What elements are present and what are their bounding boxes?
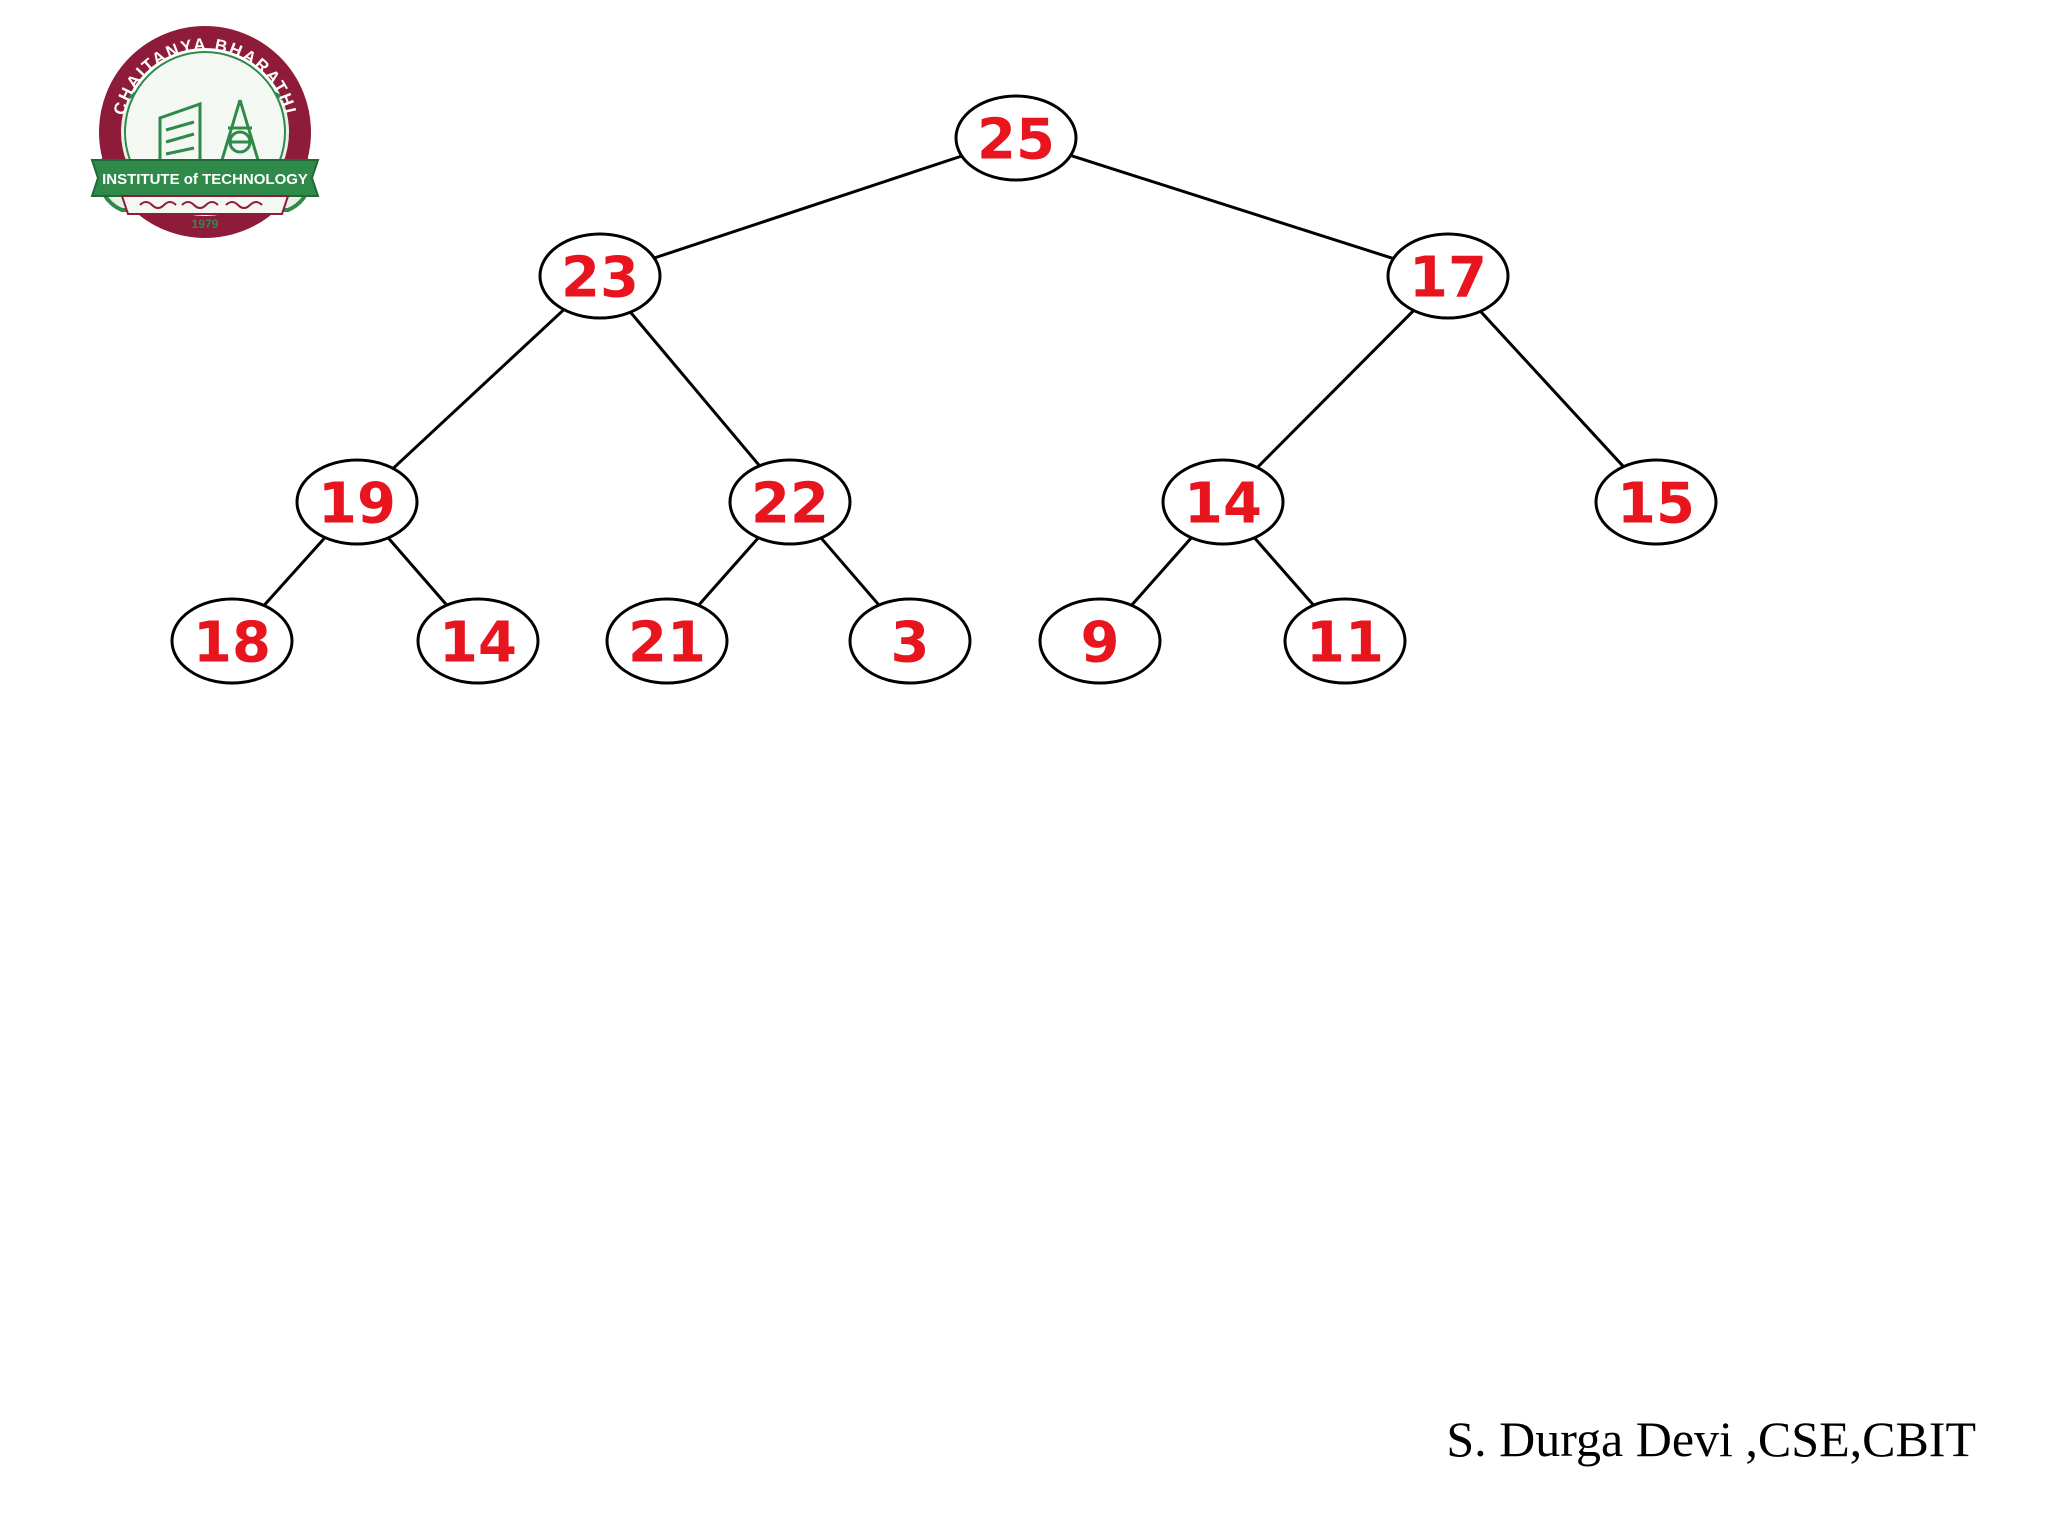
- tree-edges: [262, 154, 1625, 607]
- logo-year: 1979: [192, 217, 219, 231]
- tree-node-n11: 9: [1038, 597, 1162, 685]
- logo-ribbon-text: INSTITUTE of TECHNOLOGY: [102, 171, 308, 188]
- tree-node-n3: 19: [295, 458, 419, 546]
- tree-edge-n5-n11: [1130, 536, 1193, 607]
- tree-edge-n2-n5: [1256, 309, 1415, 469]
- tree-node-label: 14: [1184, 472, 1262, 537]
- tree-node-n1: 23: [538, 232, 662, 320]
- tree-edge-n0-n1: [653, 154, 963, 260]
- tree-node-ellipse: [295, 458, 419, 546]
- tree-node-n6: 15: [1594, 458, 1718, 546]
- logo-maroon-ring: [99, 26, 311, 238]
- tree-edge-n0-n2: [1070, 154, 1394, 260]
- tree-node-ellipse: [848, 597, 972, 685]
- tree-node-label: 22: [751, 472, 829, 537]
- logo-motto-lettering: [139, 201, 263, 209]
- footer-credit: S. Durga Devi ,CSE,CBIT: [1446, 1411, 1976, 1467]
- tree-node-label: 18: [193, 611, 271, 676]
- tree-edge-n4-n9: [697, 536, 760, 607]
- tree-node-ellipse: [728, 458, 852, 546]
- tree-edge-n3-n7: [262, 536, 327, 607]
- tree-node-label: 15: [1617, 472, 1695, 537]
- tree-node-n7: 18: [170, 597, 294, 685]
- tree-node-label: 23: [561, 246, 639, 311]
- tree-edge-n3-n8: [387, 536, 448, 607]
- tree-node-label: 11: [1306, 611, 1384, 676]
- tree-node-n4: 22: [728, 458, 852, 546]
- tree-edge-n2-n6: [1479, 310, 1625, 468]
- tree-node-n2: 17: [1386, 232, 1510, 320]
- tree-node-ellipse: [605, 597, 729, 685]
- tree-node-ellipse: [1594, 458, 1718, 546]
- tree-node-ellipse: [1386, 232, 1510, 320]
- tree-edge-n4-n10: [819, 536, 881, 607]
- tree-node-label: 9: [1081, 611, 1120, 676]
- tree-node-n10: 3: [848, 597, 972, 685]
- tree-edge-n5-n12: [1253, 536, 1315, 607]
- tree-node-n5: 14: [1161, 458, 1285, 546]
- tree-node-n0: 25: [954, 94, 1078, 182]
- tree-edge-n1-n3: [392, 308, 565, 470]
- tree-node-ellipse: [538, 232, 662, 320]
- tree-node-ellipse: [1161, 458, 1285, 546]
- tree-node-label: 21: [628, 611, 706, 676]
- tree-nodes: 25 23 17 19 22 14 15 18 14 21 3 9 11: [170, 94, 1718, 685]
- logo-ribbon: [90, 159, 320, 197]
- tree-node-ellipse: [416, 597, 540, 685]
- tree-node-label: 3: [891, 611, 930, 676]
- tree-edge-n1-n4: [629, 311, 761, 467]
- tree-node-label: 14: [439, 611, 517, 676]
- tree-node-n8: 14: [416, 597, 540, 685]
- tree-node-n12: 11: [1283, 597, 1407, 685]
- tree-node-ellipse: [1283, 597, 1407, 685]
- tree-node-n9: 21: [605, 597, 729, 685]
- tree-node-ellipse: [1038, 597, 1162, 685]
- tree-node-label: 17: [1409, 246, 1487, 311]
- institute-logo: CHAITANYA BHARATHI INSTITUTE of TECHNOLO…: [90, 26, 320, 238]
- tree-node-ellipse: [170, 597, 294, 685]
- tree-node-ellipse: [954, 94, 1078, 182]
- tree-node-label: 19: [318, 472, 396, 537]
- tree-node-label: 25: [977, 108, 1055, 173]
